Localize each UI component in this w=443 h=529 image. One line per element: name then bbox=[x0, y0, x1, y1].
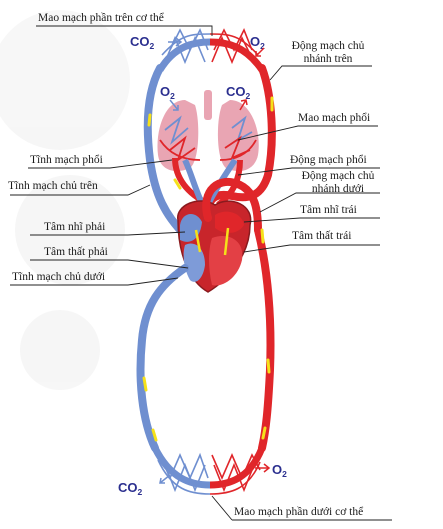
left-lung bbox=[217, 100, 259, 172]
o2-lung-label: O2 bbox=[160, 84, 175, 101]
leader-lines bbox=[10, 25, 392, 521]
label-pulmonary-capillaries: Mao mạch phổi bbox=[298, 112, 371, 124]
co2-lung-arrow bbox=[239, 99, 248, 111]
co2-lung-label: CO2 bbox=[226, 84, 251, 101]
inferior-vena-cava bbox=[136, 264, 189, 452]
o2-lower-arrow bbox=[255, 463, 271, 473]
label-lower-aorta-line1: Động mạch chủ bbox=[301, 170, 375, 182]
co2-lower-label: CO2 bbox=[118, 480, 143, 497]
label-inferior-vena-cava: Tĩnh mạch chủ dưới bbox=[12, 271, 106, 283]
label-lower-aorta: Động mạch chủ nhánh dưới bbox=[292, 170, 384, 196]
label-right-ventricle: Tâm thất phải bbox=[44, 246, 108, 258]
right-ventricle bbox=[183, 243, 205, 282]
lower-aorta-branch bbox=[254, 226, 275, 452]
label-upper-aorta-line1: Động mạch chủ bbox=[291, 40, 365, 52]
flow-arrows bbox=[142, 96, 274, 442]
label-upper-capillaries: Mao mạch phần trên cơ thể bbox=[38, 12, 164, 24]
o2-lung-arrow bbox=[169, 99, 179, 111]
label-upper-aorta-line2: nhánh trên bbox=[303, 53, 353, 65]
label-left-ventricle: Tâm thất trái bbox=[292, 230, 352, 242]
o2-upper-arrow bbox=[255, 47, 265, 57]
label-lower-capillaries: Mao mạch phần dưới cơ thể bbox=[234, 506, 364, 518]
upper-body-capillaries bbox=[156, 28, 265, 73]
o2-upper-label: O2 bbox=[250, 34, 265, 51]
label-right-atrium: Tâm nhĩ phải bbox=[44, 221, 106, 233]
label-pulmonary-vein: Tĩnh mạch phổi bbox=[30, 154, 103, 166]
left-ventricle bbox=[209, 236, 243, 286]
label-upper-aorta: Động mạch chủ nhánh trên bbox=[282, 40, 374, 66]
aortic-arch bbox=[202, 177, 262, 234]
label-left-atrium: Tâm nhĩ trái bbox=[300, 204, 357, 216]
label-superior-vena-cava: Tĩnh mạch chủ trên bbox=[8, 180, 98, 192]
watermark-logo bbox=[0, 10, 130, 390]
superior-vena-cava bbox=[143, 64, 189, 239]
pulmonary-capillaries bbox=[159, 115, 257, 163]
gas-labels: CO2 O2 O2 CO2 CO2 O2 bbox=[118, 34, 287, 497]
left-atrium bbox=[215, 211, 244, 233]
label-lower-aorta-line2: nhánh dưới bbox=[311, 183, 365, 195]
co2-upper-arrow bbox=[168, 37, 183, 47]
co2-lower-arrow bbox=[159, 474, 171, 484]
heart bbox=[177, 200, 252, 293]
co2-upper-label: CO2 bbox=[130, 34, 155, 51]
lower-body-capillaries bbox=[151, 446, 266, 495]
label-pulmonary-artery: Động mạch phổi bbox=[290, 154, 367, 166]
o2-lower-label: O2 bbox=[272, 462, 287, 479]
